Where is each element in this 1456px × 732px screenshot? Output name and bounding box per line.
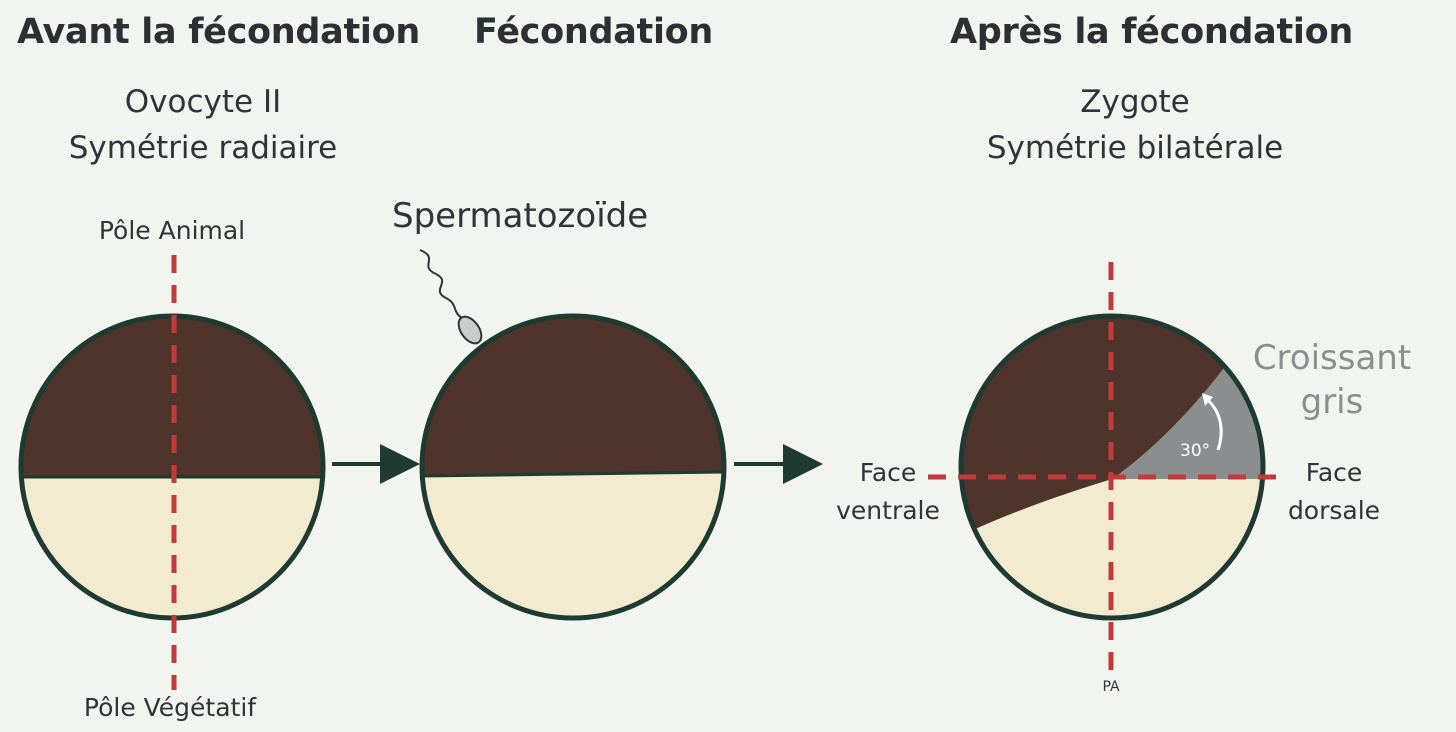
grey-crescent-label-line2: gris	[1300, 382, 1364, 422]
animal-hemisphere	[21, 316, 323, 477]
rotation-arrow	[1206, 398, 1223, 451]
vegetal-hemisphere	[21, 477, 323, 618]
header-before: Avant la fécondation	[17, 12, 420, 52]
grey-crescent-label-line1: Croissant	[1252, 338, 1412, 378]
grey-crescent	[1112, 360, 1263, 479]
grey-crescent-label: Croissant gris	[1253, 336, 1411, 424]
ventral-face-label: Face ventrale	[836, 454, 940, 530]
animal-pole-label: Pôle Animal	[98, 216, 246, 245]
ventral-face-label-line2: ventrale	[836, 496, 940, 525]
dorsal-face-label-line1: Face	[1305, 458, 1363, 487]
dorsal-face-label-line2: dorsale	[1287, 496, 1381, 525]
equator-line	[421, 470, 725, 478]
animal-hemisphere	[422, 316, 724, 476]
sperm-label: Spermatozoïde	[392, 196, 649, 236]
zygote-symmetry: Symétrie bilatérale	[986, 130, 1284, 166]
ventral-face-label-line1: Face	[859, 458, 917, 487]
oocyte-egg	[18, 255, 326, 690]
header-during: Fécondation	[474, 12, 713, 52]
egg-outline	[958, 313, 1266, 621]
egg-outline	[419, 313, 727, 621]
oocyte-title: Ovocyte II	[124, 84, 282, 120]
zygote-title: Zygote	[1080, 84, 1190, 120]
dorsal-face-label: Face dorsale	[1288, 454, 1380, 530]
angle-label: 30°	[1180, 441, 1211, 461]
vegetal-pole-label: Pôle Végétatif	[83, 693, 257, 722]
fertilized-egg	[419, 313, 727, 621]
rotation-arrowhead	[1202, 393, 1213, 406]
pa-axis-label: PA	[1102, 679, 1120, 695]
oocyte-symmetry: Symétrie radiaire	[68, 130, 338, 166]
zygote-egg	[928, 262, 1288, 670]
header-after: Après la fécondation	[950, 12, 1353, 52]
sperm-icon	[419, 249, 483, 345]
